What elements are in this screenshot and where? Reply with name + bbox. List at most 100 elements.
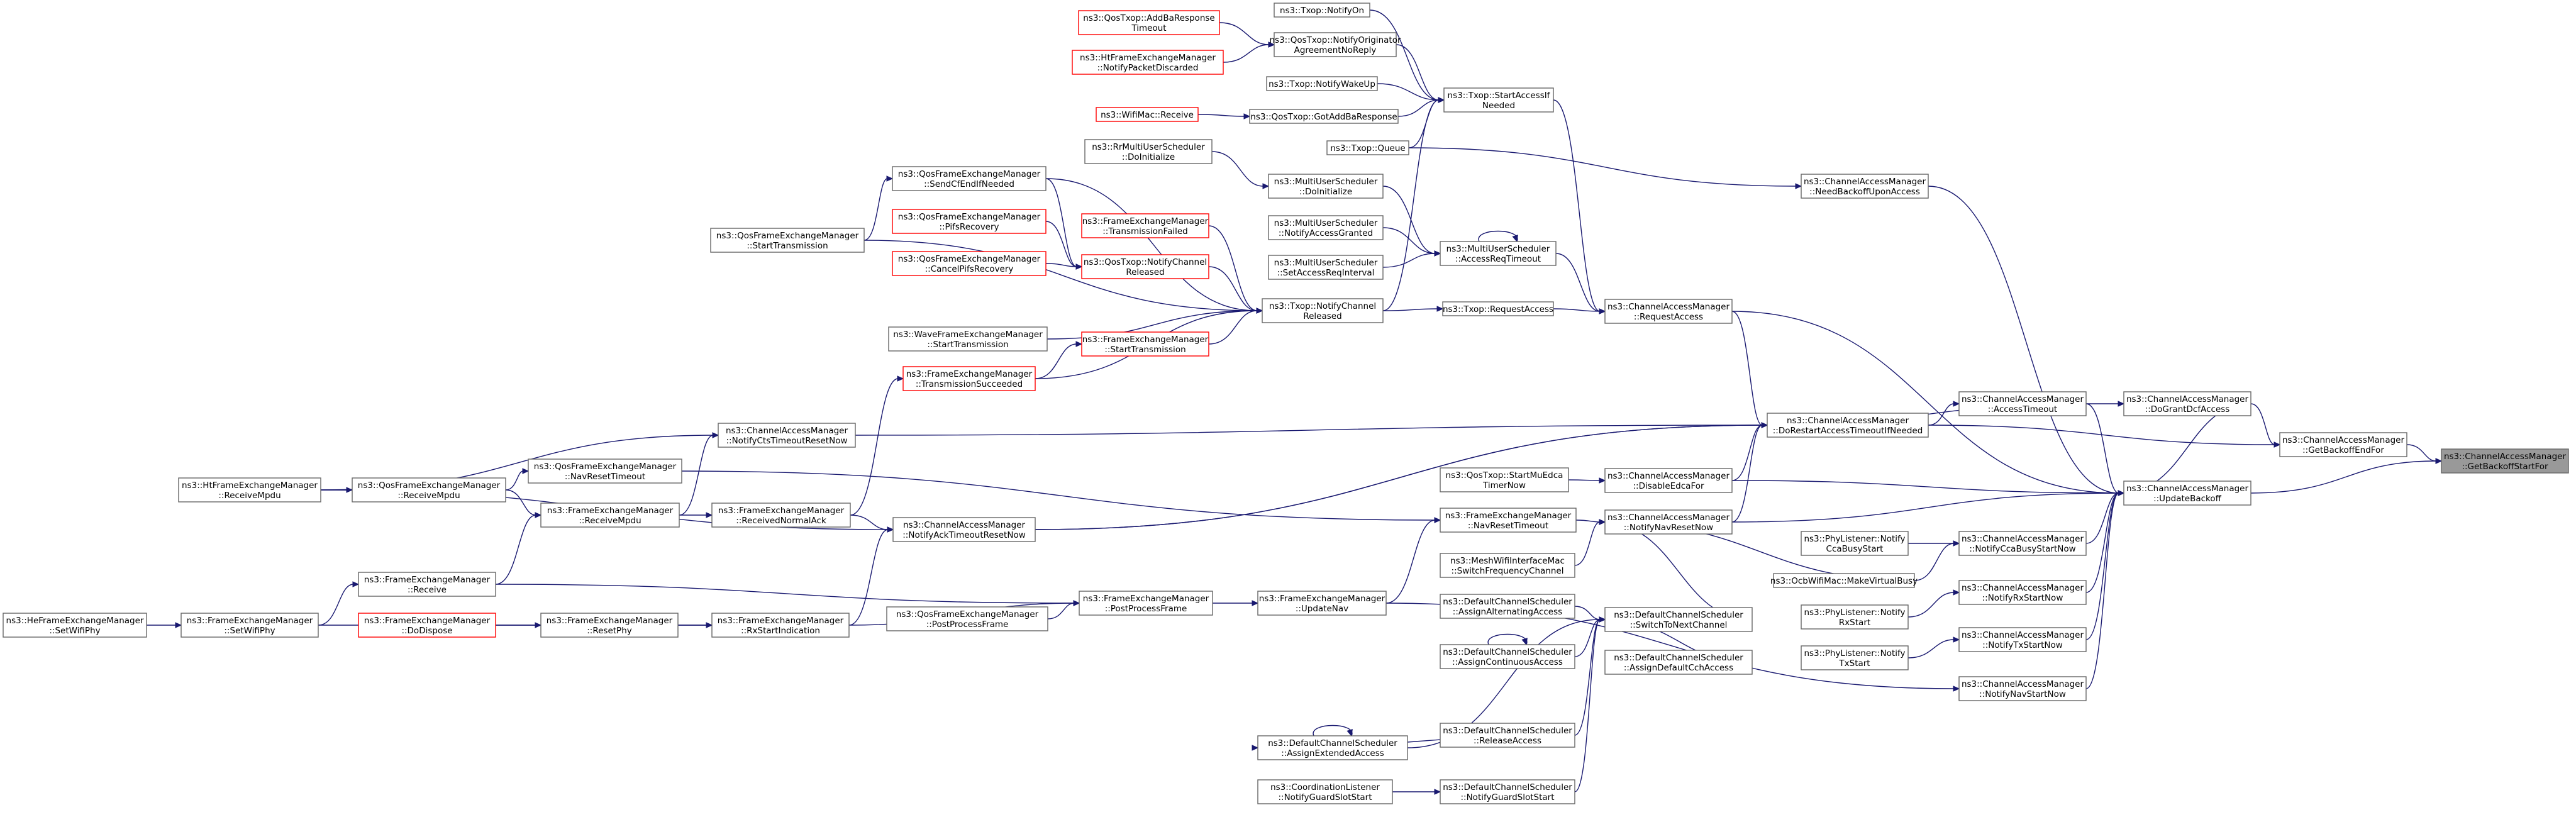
node-box[interactable] (1274, 3, 1370, 18)
node-box[interactable] (1773, 573, 1915, 588)
node-qos-got-add-ba[interactable]: ns3::QosTxop::GotAddBaResponse (1249, 109, 1399, 124)
node-dcs-notify-guard-slot[interactable]: ns3::DefaultChannelScheduler::NotifyGuar… (1440, 779, 1575, 804)
node-qfem-receive-mpdu[interactable]: ns3::QosFrameExchangeManager::ReceiveMpd… (352, 477, 506, 503)
node-box[interactable] (1440, 723, 1575, 748)
node-box[interactable] (1096, 107, 1199, 122)
node-box[interactable] (1440, 594, 1575, 619)
node-box[interactable] (1081, 254, 1209, 279)
node-phy-notify-rx-start[interactable]: ns3::PhyListener::NotifyRxStart (1801, 604, 1909, 630)
node-dcs-assign-default-cch[interactable]: ns3::DefaultChannelScheduler::AssignDefa… (1604, 650, 1753, 675)
node-ht-receive-mpdu[interactable]: ns3::HtFrameExchangeManager::ReceiveMpdu (178, 477, 321, 503)
node-box[interactable] (1440, 779, 1575, 804)
node-box[interactable] (1767, 413, 1929, 438)
node-fem-rx-start-indication[interactable]: ns3::FrameExchangeManager::RxStartIndica… (711, 613, 850, 638)
node-box[interactable] (1078, 10, 1220, 35)
node-request-access[interactable]: ns3::ChannelAccessManager::RequestAccess (1604, 299, 1733, 324)
node-box[interactable] (1801, 645, 1909, 670)
node-box[interactable] (178, 477, 321, 503)
node-do-grant-dcf[interactable]: ns3::ChannelAccessManager::DoGrantDcfAcc… (2123, 391, 2251, 416)
node-fem-nav-reset-timeout[interactable]: ns3::FrameExchangeManager::NavResetTimeo… (1440, 508, 1577, 533)
node-box[interactable] (1081, 331, 1209, 357)
node-box[interactable] (1084, 139, 1213, 164)
node-box[interactable] (711, 613, 850, 638)
node-notify-nav-reset[interactable]: ns3::ChannelAccessManager::NotifyNavRese… (1604, 509, 1733, 535)
node-focus[interactable]: ns3::ChannelAccessManager::GetBackoffSta… (2441, 448, 2569, 474)
node-box[interactable] (1326, 140, 1409, 155)
node-dcs-switch-to-next[interactable]: ns3::DefaultChannelScheduler::SwitchToNe… (1604, 607, 1753, 632)
node-box[interactable] (1958, 531, 2087, 556)
node-box[interactable] (1440, 467, 1569, 492)
node-qfem-pifs-recovery[interactable]: ns3::QosFrameExchangeManager::PifsRecove… (892, 209, 1046, 234)
node-notify-rx-start[interactable]: ns3::ChannelAccessManager::NotifyRxStart… (1958, 580, 2087, 605)
node-ht-notify-packet-discarded[interactable]: ns3::HtFrameExchangeManager::NotifyPacke… (1072, 50, 1224, 75)
node-box[interactable] (1958, 391, 2087, 416)
node-box[interactable] (1274, 32, 1397, 57)
node-box[interactable] (1081, 213, 1209, 238)
node-box[interactable] (540, 613, 679, 638)
node-fem-start-transmission[interactable]: ns3::FrameExchangeManager::StartTransmis… (1081, 331, 1209, 357)
node-box[interactable] (1268, 215, 1384, 240)
node-mu-access-req-timeout[interactable]: ns3::MultiUserScheduler::AccessReqTimeou… (1440, 241, 1557, 266)
node-box[interactable] (358, 572, 496, 597)
node-box[interactable] (1079, 591, 1213, 616)
node-ocb-make-virtual-busy[interactable]: ns3::OcbWifiMac::MakeVirtualBusy (1770, 573, 1918, 588)
node-box[interactable] (710, 228, 865, 253)
node-dcs-assign-continuous[interactable]: ns3::DefaultChannelScheduler::AssignCont… (1440, 644, 1575, 669)
node-box[interactable] (2123, 391, 2251, 416)
node-phy-notify-tx-start[interactable]: ns3::PhyListener::NotifyTxStart (1801, 645, 1909, 670)
node-box[interactable] (1268, 174, 1384, 199)
node-box[interactable] (892, 166, 1046, 191)
node-box[interactable] (892, 517, 1036, 542)
node-qfem-start-transmission[interactable]: ns3::QosFrameExchangeManager::StartTrans… (710, 228, 865, 253)
node-txop-request-access[interactable]: ns3::Txop::RequestAccess (1442, 301, 1554, 316)
node-box[interactable] (1249, 109, 1399, 124)
node-box[interactable] (1262, 298, 1384, 323)
node-fem-post-process[interactable]: ns3::FrameExchangeManager::PostProcessFr… (1079, 591, 1213, 616)
node-need-backoff[interactable]: ns3::ChannelAccessManager::NeedBackoffUp… (1801, 174, 1929, 199)
node-box[interactable] (902, 366, 1036, 391)
node-qfem-send-cf-end[interactable]: ns3::QosFrameExchangeManager::SendCfEndI… (892, 166, 1046, 191)
node-fem-transmission-failed[interactable]: ns3::FrameExchangeManager::TransmissionF… (1081, 213, 1209, 238)
node-fem-reset-phy[interactable]: ns3::FrameExchangeManager::ResetPhy (540, 613, 679, 638)
node-fem-received-normal-ack[interactable]: ns3::FrameExchangeManager::ReceivedNorma… (711, 503, 851, 528)
node-box[interactable] (1801, 174, 1929, 199)
node-txop-notify-on[interactable]: ns3::Txop::NotifyOn (1274, 3, 1370, 18)
node-box[interactable] (1442, 301, 1554, 316)
node-mu-do-initialize[interactable]: ns3::MultiUserScheduler::DoInitialize (1268, 174, 1384, 199)
node-box[interactable] (1958, 627, 2087, 652)
node-box[interactable] (1440, 241, 1557, 266)
node-fem-transmission-succeeded[interactable]: ns3::FrameExchangeManager::TransmissionS… (902, 366, 1036, 391)
node-fem-set-wifi-phy[interactable]: ns3::FrameExchangeManager::SetWifiPhy (180, 613, 319, 638)
node-do-restart[interactable]: ns3::ChannelAccessManager::DoRestartAcce… (1767, 413, 1929, 438)
node-box[interactable] (1257, 779, 1393, 804)
node-phy-notify-cca-busy[interactable]: ns3::PhyListener::NotifyCcaBusyStart (1801, 531, 1909, 556)
node-box[interactable] (1257, 735, 1408, 760)
node-box[interactable] (892, 251, 1046, 276)
node-box[interactable] (1440, 508, 1577, 533)
node-cam-notify-ack-timeout[interactable]: ns3::ChannelAccessManager::NotifyAckTime… (892, 517, 1036, 542)
node-fem-do-dispose[interactable]: ns3::FrameExchangeManager::DoDispose (358, 613, 496, 638)
node-box[interactable] (888, 326, 1048, 352)
node-box[interactable] (1072, 50, 1224, 75)
node-access-timeout[interactable]: ns3::ChannelAccessManager::AccessTimeout (1958, 391, 2087, 416)
node-box[interactable] (1443, 87, 1554, 113)
node-get-backoff-end-for[interactable]: ns3::ChannelAccessManager::GetBackoffEnd… (2279, 432, 2407, 457)
node-box[interactable] (1266, 76, 1378, 91)
node-notify-nav-start[interactable]: ns3::ChannelAccessManager::NotifyNavStar… (1958, 676, 2087, 701)
node-qfem-cancel-pifs[interactable]: ns3::QosFrameExchangeManager::CancelPifs… (892, 251, 1046, 276)
node-update-backoff[interactable]: ns3::ChannelAccessManager::UpdateBackoff (2123, 480, 2251, 506)
node-dcs-release-access[interactable]: ns3::DefaultChannelScheduler::ReleaseAcc… (1440, 723, 1575, 748)
node-box[interactable] (528, 458, 682, 484)
node-box[interactable] (3, 613, 147, 638)
node-notify-tx-start[interactable]: ns3::ChannelAccessManager::NotifyTxStart… (1958, 627, 2087, 652)
node-txop-queue[interactable]: ns3::Txop::Queue (1326, 140, 1409, 155)
node-box[interactable] (1604, 650, 1753, 675)
node-rr-do-initialize[interactable]: ns3::RrMultiUserScheduler::DoInitialize (1084, 139, 1213, 164)
node-dcs-assign-extended[interactable]: ns3::DefaultChannelScheduler::AssignExte… (1257, 735, 1408, 760)
node-box[interactable] (892, 209, 1046, 234)
node-wifi-mac-receive[interactable]: ns3::WifiMac::Receive (1096, 107, 1199, 122)
